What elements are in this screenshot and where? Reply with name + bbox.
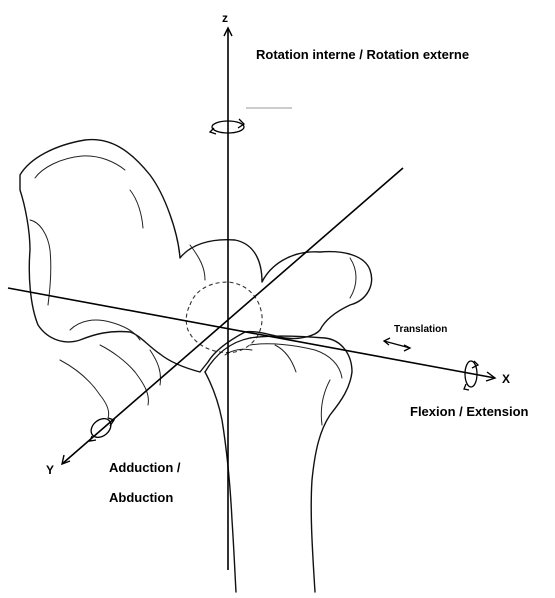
tibia-drawing: [205, 336, 352, 592]
z-axis-label: z: [222, 11, 228, 25]
rotation-arrow-icon-z: [210, 119, 244, 134]
translation-arrow-icon: [384, 338, 410, 351]
femur-drawing: [20, 140, 372, 418]
rotation-arrow-icon-y: [87, 415, 114, 441]
x-axis-label: X: [502, 372, 510, 386]
rotation-arrow-icon-x: [464, 361, 478, 390]
axes: [8, 28, 495, 570]
y-axis-label: Y: [46, 463, 54, 477]
adduction-label: Adduction /: [109, 460, 181, 475]
flexion-extension-label: Flexion / Extension: [410, 404, 529, 419]
rotation-label: Rotation interne / Rotation externe: [256, 47, 469, 62]
translation-label: Translation: [394, 324, 447, 335]
abduction-label: Abduction: [109, 490, 173, 505]
